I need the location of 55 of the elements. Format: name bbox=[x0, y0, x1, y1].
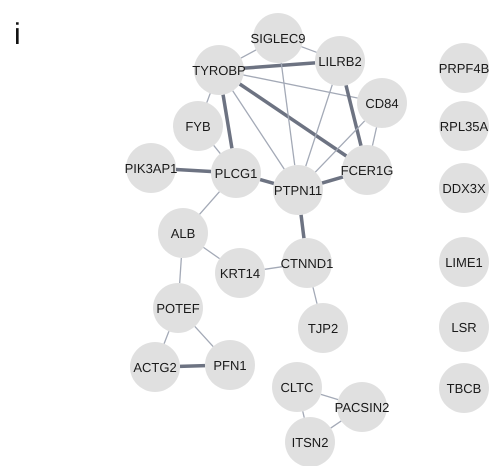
protein-name: CLTC bbox=[280, 380, 314, 394]
interaction-line bbox=[238, 82, 348, 158]
interaction-line bbox=[232, 90, 285, 170]
protein-name: KRT14 bbox=[220, 266, 260, 280]
interaction-line bbox=[206, 93, 211, 103]
interaction-line bbox=[179, 258, 182, 284]
protein-name: FCER1G bbox=[340, 162, 394, 178]
protein-name: ACTG2 bbox=[133, 360, 177, 374]
protein-name: PLCG1 bbox=[214, 166, 258, 180]
protein-name: LSR bbox=[451, 320, 477, 334]
protein-name: LIME1 bbox=[445, 254, 483, 270]
protein-name: CD84 bbox=[365, 96, 399, 110]
protein-name: PRPF4B bbox=[438, 60, 490, 76]
panel-letter: i bbox=[14, 18, 21, 52]
interaction-line bbox=[264, 266, 282, 270]
protein-name: FYB bbox=[185, 118, 211, 134]
interaction-line bbox=[299, 214, 306, 238]
interaction-line bbox=[199, 191, 220, 215]
interaction-line bbox=[302, 411, 305, 418]
interaction-line bbox=[312, 287, 318, 304]
interaction-line bbox=[203, 246, 220, 260]
interaction-line bbox=[240, 49, 256, 59]
interaction-line bbox=[314, 120, 366, 172]
interaction-line bbox=[194, 326, 214, 347]
interaction-line bbox=[372, 127, 378, 146]
interaction-line bbox=[330, 420, 342, 429]
protein-name: DDX3X bbox=[442, 180, 486, 196]
protein-name: TJP2 bbox=[308, 320, 338, 336]
interaction-line bbox=[244, 61, 316, 70]
protein-name: PACSIN2 bbox=[334, 400, 390, 414]
protein-name: RPL35A bbox=[440, 118, 488, 134]
protein-name: PIK3AP1 bbox=[124, 160, 178, 176]
interaction-line bbox=[320, 394, 338, 400]
interaction-line bbox=[301, 46, 317, 53]
protein-name: PFN1 bbox=[213, 358, 247, 372]
interaction-line bbox=[344, 84, 363, 146]
interaction-line bbox=[163, 331, 170, 344]
protein-name: CTNND1 bbox=[280, 256, 334, 270]
protein-name: ITSN2 bbox=[292, 434, 328, 450]
interaction-line bbox=[221, 94, 234, 149]
interaction-line bbox=[180, 364, 206, 368]
protein-name: POTEF bbox=[156, 300, 200, 316]
interaction-line bbox=[213, 145, 221, 154]
protein-name: TBCB bbox=[446, 380, 482, 396]
protein-name: PTPN11 bbox=[274, 182, 322, 198]
interaction-line bbox=[280, 62, 296, 166]
interaction-line bbox=[322, 175, 344, 185]
protein-name: TYROBP bbox=[192, 62, 246, 78]
interaction-line bbox=[260, 178, 274, 186]
interaction-line bbox=[243, 74, 358, 99]
interaction-line bbox=[305, 84, 333, 166]
protein-name: LILRB2 bbox=[318, 54, 362, 68]
interaction-line bbox=[176, 168, 212, 174]
protein-name: ALB bbox=[170, 226, 196, 240]
protein-name: SIGLEC9 bbox=[250, 30, 306, 46]
